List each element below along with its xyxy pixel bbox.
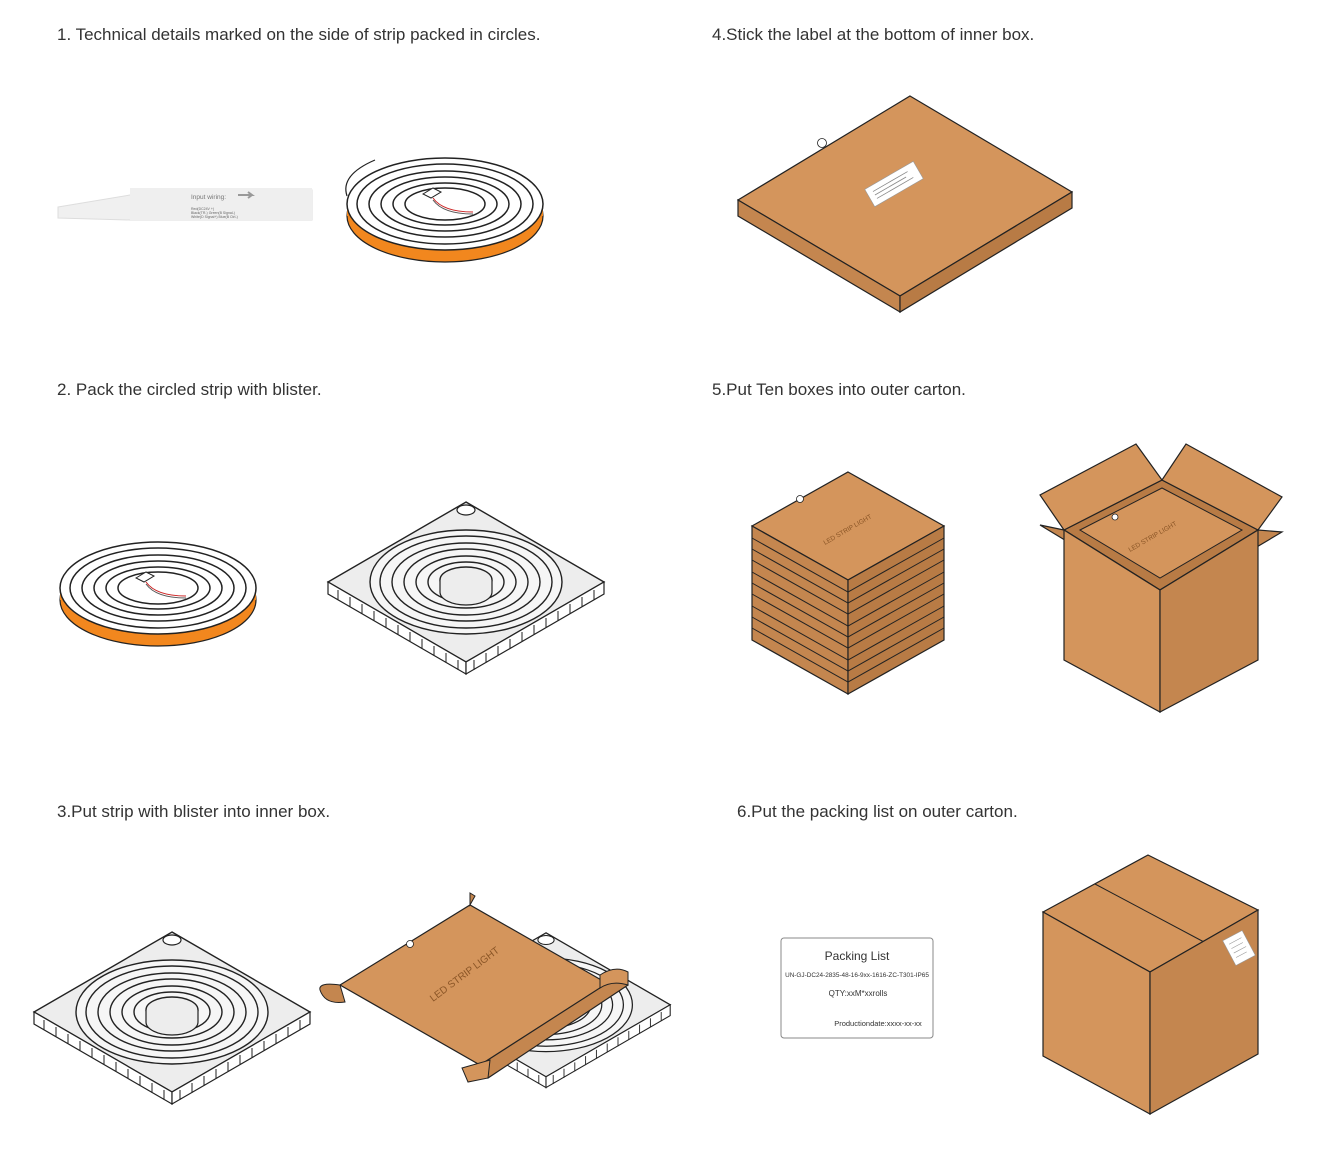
step-3-blister-tray bbox=[33, 931, 311, 1105]
step-5-stacked-inner-boxes: LED STRIP LIGHT bbox=[750, 471, 946, 696]
step-5-title: 5.Put Ten boxes into outer carton. bbox=[712, 380, 966, 399]
step-1-title: 1. Technical details marked on the side … bbox=[57, 25, 541, 44]
packing-list-qty: QTY:xxM*xxrolls bbox=[829, 989, 888, 998]
step-2-title: 2. Pack the circled strip with blister. bbox=[57, 380, 322, 399]
step-4-inner-box-with-label bbox=[737, 95, 1073, 313]
strip-label-line-3: White(D Signal+) Blue(B Ctrl-) bbox=[191, 215, 238, 219]
strip-label-line-1: Red(DC24V +) bbox=[191, 207, 214, 211]
packing-list-title: Packing List bbox=[825, 949, 890, 963]
step-1-strip-with-label: Input wiring: Red(DC24V +) Black(TR-) Gr… bbox=[57, 188, 313, 221]
step-2-coil bbox=[59, 541, 257, 647]
step-1-coiled-strip bbox=[345, 157, 544, 263]
packing-list-date: Productiondate:xxxx-xx-xx bbox=[834, 1019, 922, 1028]
step-6-closed-outer-carton bbox=[1041, 854, 1260, 1116]
step-4-title: 4.Stick the label at the bottom of inner… bbox=[712, 25, 1035, 44]
step-2-blister-tray bbox=[327, 501, 605, 675]
step-6-packing-list-card: Packing List UN-GJ-DC24-2835-48-16-9xx-1… bbox=[780, 937, 934, 1039]
packing-list-model: UN-GJ-DC24-2835-48-16-9xx-1616-ZC-T301-I… bbox=[785, 972, 929, 979]
step-6-title: 6.Put the packing list on outer carton. bbox=[737, 802, 1018, 821]
arrow-right-icon bbox=[238, 191, 255, 199]
step-3-inner-box-closing: LED STRIP LIGHT bbox=[319, 892, 671, 1089]
step-5-open-outer-carton: LED STRIP LIGHT bbox=[1039, 443, 1284, 714]
strip-label-line-2: Black(TR-) Green(B Signal-) bbox=[191, 211, 235, 215]
inner-box-label bbox=[864, 160, 924, 208]
strip-label-heading: Input wiring: bbox=[191, 194, 226, 201]
step-3-title: 3.Put strip with blister into inner box. bbox=[57, 802, 331, 821]
carton-label bbox=[1222, 930, 1256, 966]
